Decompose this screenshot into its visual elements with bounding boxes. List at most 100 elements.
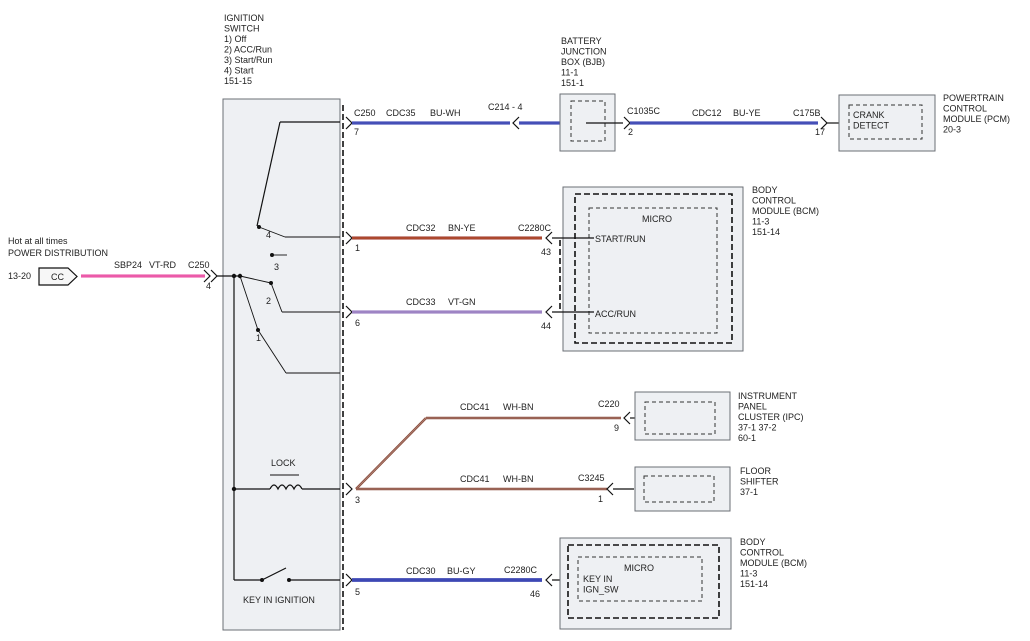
- cdc30-right-arrow: [545, 573, 553, 587]
- pin-1-floor-label: 1: [598, 494, 603, 504]
- power-distribution-label: POWER DISTRIBUTION: [8, 248, 108, 258]
- left-power-group: Hot at all times POWER DISTRIBUTION 13-2…: [8, 236, 240, 291]
- cdc30-label: CDC30: [406, 566, 436, 576]
- c1035c-label: C1035C: [627, 106, 661, 116]
- cc-box: [38, 267, 78, 286]
- start-run-label: START/RUN: [595, 234, 646, 244]
- wire-group-cdc12: C1035C 2 CDC12 BU-YE C175B 17: [627, 106, 839, 137]
- lock-coil: [269, 484, 303, 491]
- cc-label: CC: [51, 272, 64, 282]
- cdc32-right-arrow: [545, 231, 553, 245]
- bcm-top-box: [562, 186, 744, 352]
- vt-gn-label: VT-GN: [448, 297, 476, 307]
- c2280c-2-label: C2280C: [504, 565, 538, 575]
- cdc35-label: CDC35: [386, 108, 416, 118]
- position-4-label: 4: [266, 230, 271, 240]
- c220-arrow: [623, 411, 631, 425]
- position-2-label: 2: [266, 296, 271, 306]
- ipc-box: [634, 391, 731, 441]
- pin-2-bjb-label: 2: [628, 127, 633, 137]
- c250-left-arrow: [203, 269, 211, 283]
- cdc41-lock-arrow: [345, 482, 353, 496]
- ipc-inner: [644, 401, 716, 435]
- power-ref-label: 13-20: [8, 271, 31, 281]
- c250-top-label: C250: [354, 108, 376, 118]
- switch-feed-1: [239, 275, 259, 331]
- vt-rd-label: VT-RD: [149, 260, 177, 270]
- c3245-arrow: [606, 482, 614, 496]
- switch-line-2a: [270, 282, 283, 313]
- position-3-label: 3: [274, 262, 279, 272]
- bu-ye-label: BU-YE: [733, 108, 761, 118]
- switch-top-arm: [256, 121, 281, 227]
- c175b-label: C175B: [793, 108, 821, 118]
- hot-at-all-times-label: Hot at all times: [8, 236, 68, 246]
- bu-gy-label: BU-GY: [447, 566, 476, 576]
- pin-9-label: 9: [614, 423, 619, 433]
- c250-left-label: C250: [188, 260, 210, 270]
- ignition-switch-box: [222, 98, 341, 631]
- c214-label: C214 - 4: [488, 102, 523, 112]
- c3245-label: C3245: [578, 473, 605, 483]
- cdc33-label: CDC33: [406, 297, 436, 307]
- pin-5-label: 5: [355, 587, 360, 597]
- switch-node-a: [231, 273, 237, 279]
- micro-2-label: MICRO: [624, 563, 654, 573]
- floor-shifter-box: [634, 466, 731, 512]
- sbp24-label: SBP24: [114, 260, 142, 270]
- switch-line-4: [258, 226, 286, 238]
- switch-line-1a: [257, 329, 287, 374]
- pcm-inner: [848, 104, 923, 140]
- pin-1-cdc32-label: 1: [355, 243, 360, 253]
- cdc12-label: CDC12: [692, 108, 722, 118]
- floor-shifter-inner: [643, 475, 715, 503]
- wh-bn-a-label: WH-BN: [503, 402, 534, 412]
- key-in-ignition-label: KEY IN IGNITION: [243, 595, 315, 605]
- wire-group-cdc32: CDC32 BN-YE C2280C 1 43: [345, 223, 594, 257]
- cdc41-diagonal-wire: [355, 417, 427, 490]
- pin-43-label: 43: [541, 247, 551, 257]
- cdc41-a-label: CDC41: [460, 402, 490, 412]
- pin-46-label: 46: [530, 589, 540, 599]
- battery-junction-inner: [570, 100, 606, 142]
- wire-group-cdc33: CDC33 VT-GN 6 44: [345, 297, 594, 331]
- bn-ye-label: BN-YE: [448, 223, 476, 233]
- bu-wh-label: BU-WH: [430, 108, 461, 118]
- pin-3-lock-label: 3: [355, 495, 360, 505]
- wire-group-cdc41-floor: CDC41 WH-BN C3245 1 3: [355, 473, 634, 505]
- wh-bn-b-label: WH-BN: [503, 474, 534, 484]
- wire-group-cdc35: C250 CDC35 BU-WH 7 C214 - 4: [345, 102, 560, 137]
- c214-arrow: [512, 116, 520, 130]
- cdc32-label: CDC32: [406, 223, 436, 233]
- pin-4-left-label: 4: [206, 281, 211, 291]
- switch-internals: 4 3 2 1 LOCK KEY IN IGNITION: [231, 121, 340, 605]
- wire-group-cdc41-ipc: CDC41 WH-BN C220 9: [345, 399, 635, 496]
- lock-label: LOCK: [271, 458, 296, 468]
- c220-label: C220: [598, 399, 620, 409]
- micro-1-label: MICRO: [642, 214, 672, 224]
- acc-run-label: ACC/RUN: [595, 309, 636, 319]
- pin-6-label: 6: [355, 318, 360, 328]
- c2280c-1-label: C2280C: [518, 223, 552, 233]
- position-1-label: 1: [256, 333, 261, 343]
- cdc41-b-label: CDC41: [460, 474, 490, 484]
- cdc41-diagonal-wire-highlight: [355, 417, 427, 490]
- key-in-switch-arm: [261, 567, 287, 581]
- cdc33-right-arrow: [545, 305, 553, 319]
- pin-44-label: 44: [541, 321, 551, 331]
